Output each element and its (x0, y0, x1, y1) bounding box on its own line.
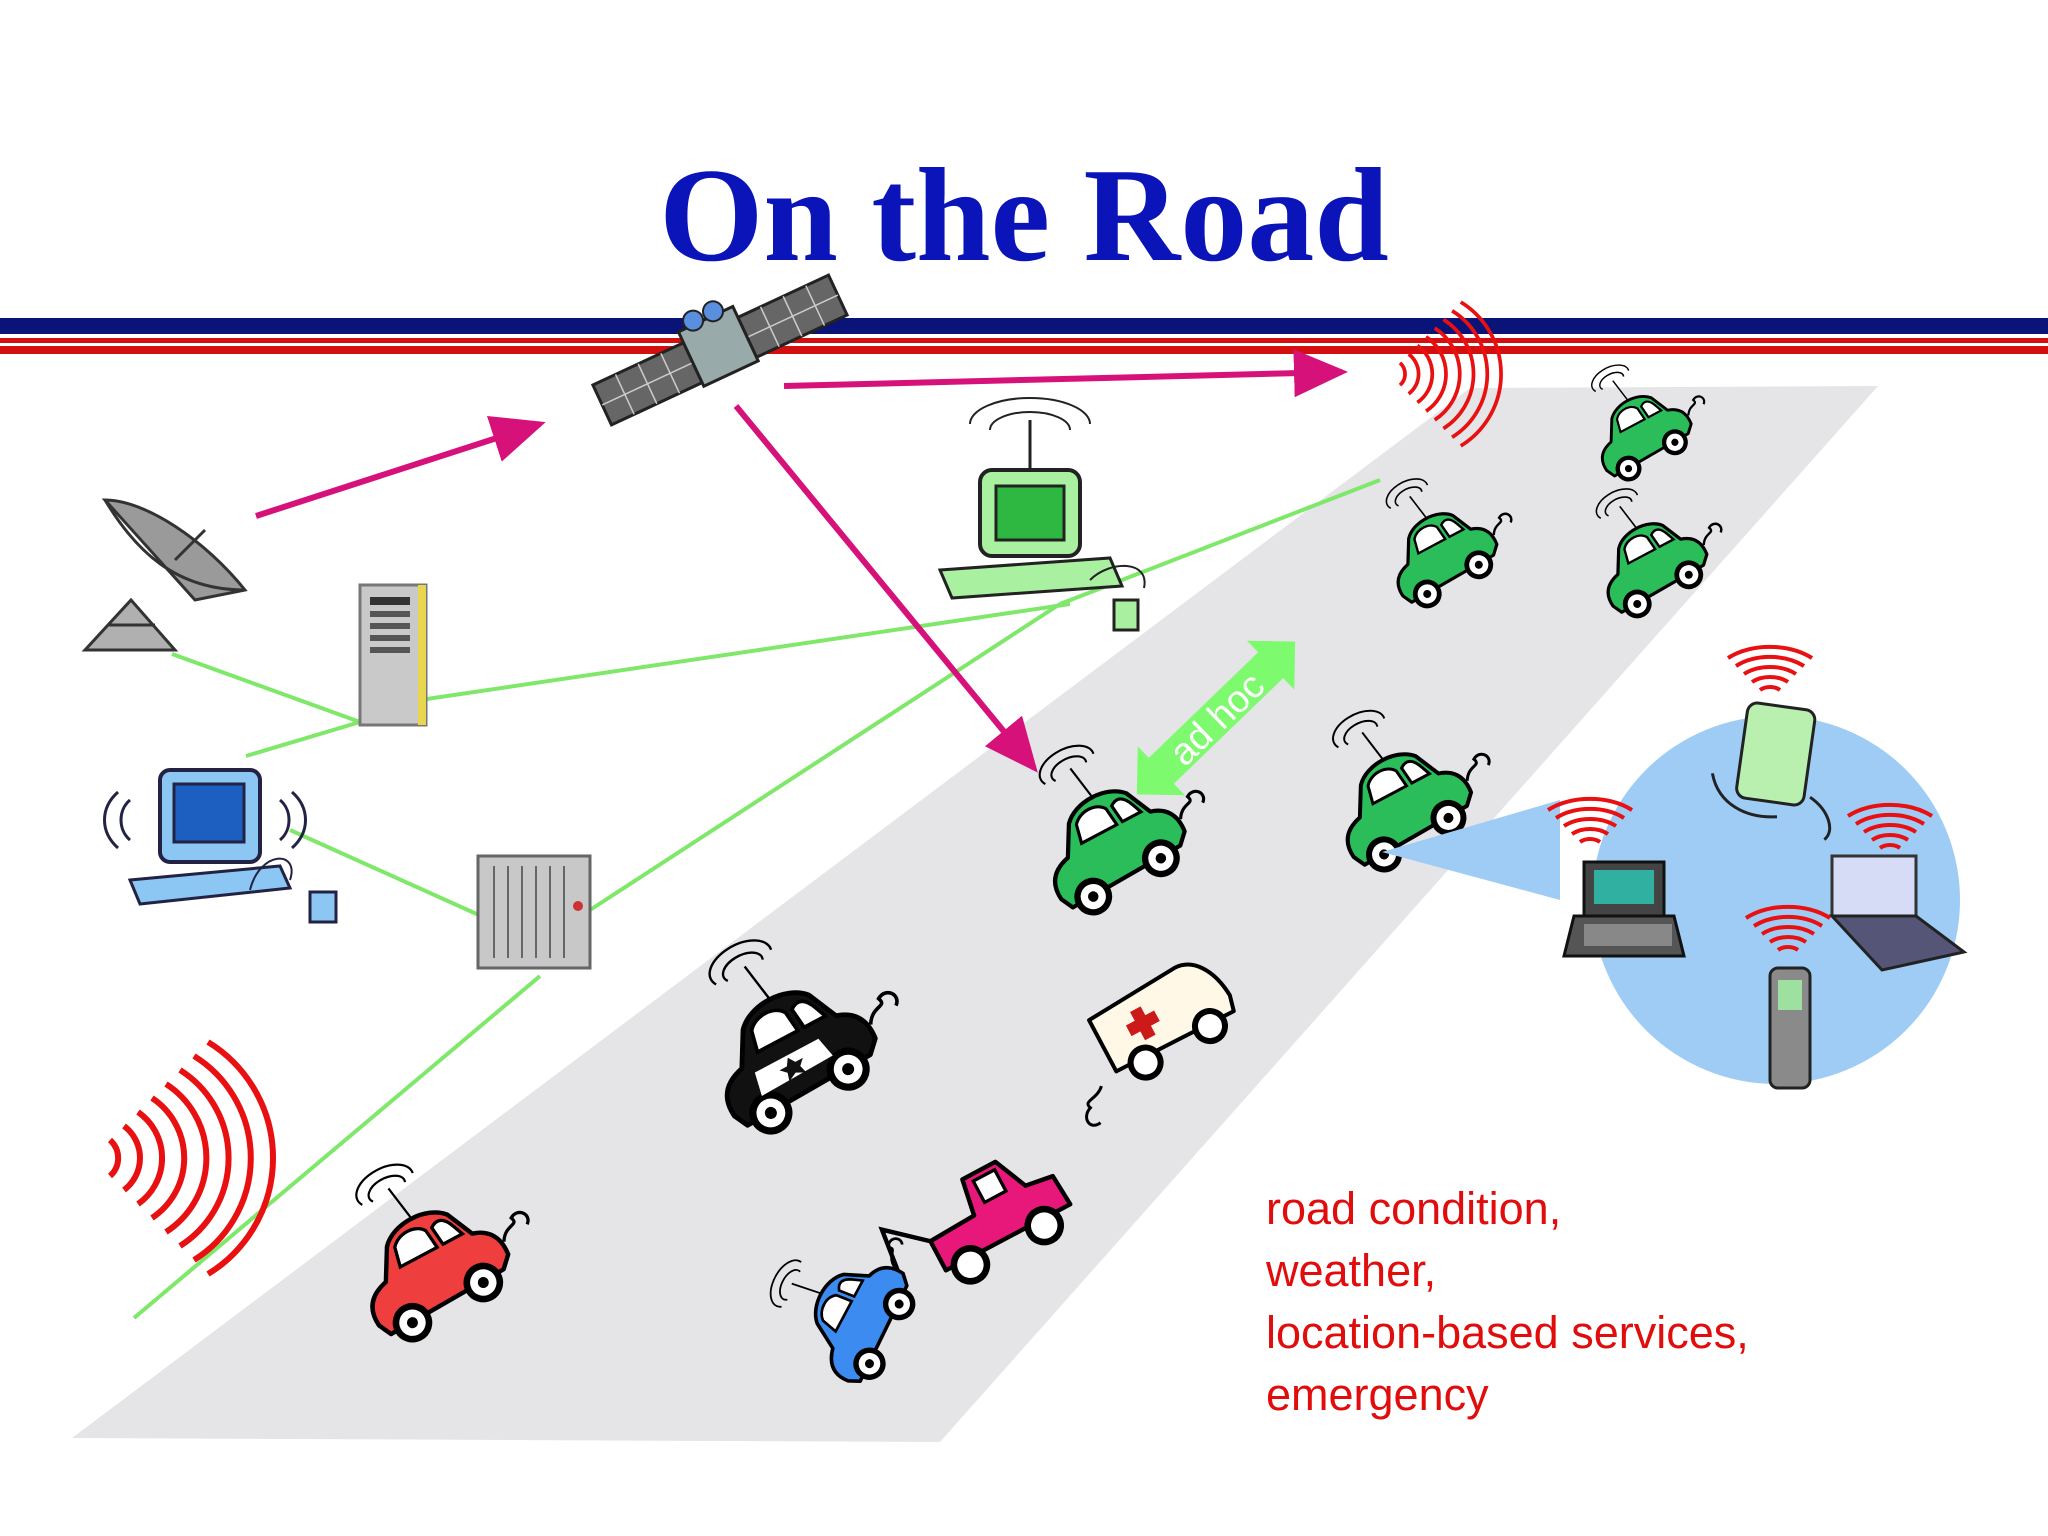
terminal-computer-icon (937, 397, 1146, 632)
info-text: road condition, weather, location-based … (1266, 1178, 1749, 1426)
desktop-computer-icon (103, 768, 338, 924)
police-car-icon (663, 890, 924, 1145)
signal-waves-icon (1726, 644, 1814, 692)
info-line: location-based services, (1266, 1307, 1749, 1358)
notebook-icon (1828, 854, 1968, 972)
laptop-icon (1562, 860, 1686, 958)
mobile-phone-icon (1768, 966, 1812, 1090)
satellite-links (255, 349, 1348, 773)
tow-truck-icon (878, 1159, 1073, 1285)
info-line: road condition, (1266, 1183, 1562, 1234)
server-tower-icon (358, 583, 428, 727)
header-stripes (0, 318, 2048, 354)
slide-title: On the Road (659, 141, 1389, 289)
satellite-dish-icon (81, 498, 248, 652)
info-line: emergency (1266, 1369, 1489, 1420)
road (72, 386, 1878, 1442)
server-rack-icon (476, 854, 592, 970)
ambulance-icon (1085, 962, 1236, 1127)
pda-icon (1710, 701, 1832, 841)
signal-waves-icon (110, 1042, 273, 1274)
info-line: weather, (1266, 1245, 1437, 1296)
satellite-icon (590, 273, 850, 427)
